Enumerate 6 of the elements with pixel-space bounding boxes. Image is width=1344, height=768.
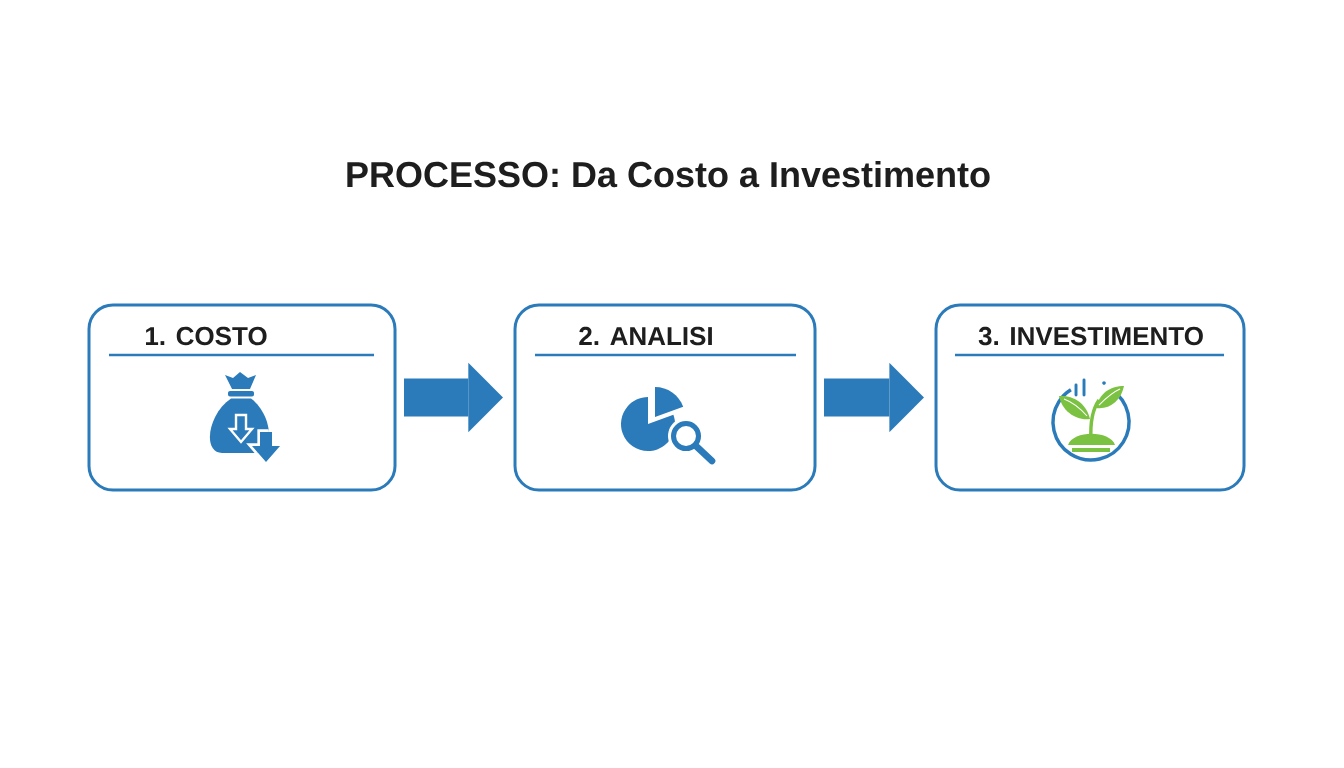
diagram-title: PROCESSO: Da Costo a Investimento [347, 160, 990, 188]
step-heading: 3. INVESTIMENTO [978, 326, 1203, 346]
arrow [404, 362, 503, 433]
arrow [824, 362, 924, 433]
step-heading: 1. COSTO [146, 326, 267, 346]
step-heading: 2. ANALISI [579, 326, 712, 346]
